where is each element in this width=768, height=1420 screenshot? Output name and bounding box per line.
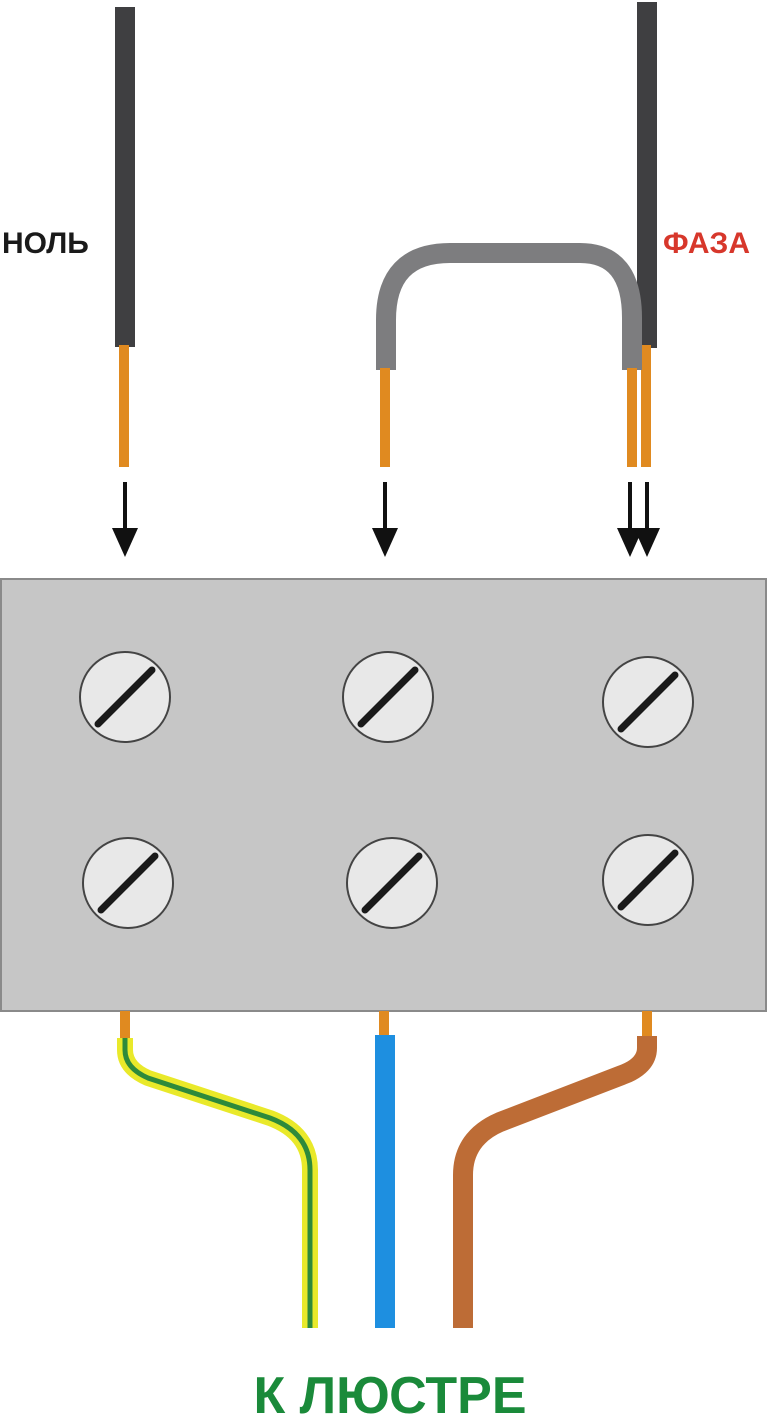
neutral-label: НОЛЬ	[2, 227, 89, 260]
live-copper-stub	[642, 1011, 652, 1039]
ground-wire-stripe	[122, 1038, 313, 1328]
terminal-block	[0, 578, 767, 1012]
neutral-cable	[115, 7, 135, 347]
screw-head-icon	[346, 837, 438, 929]
screw-head-icon	[342, 651, 434, 743]
ground-copper-stub	[120, 1011, 130, 1039]
screw-head-icon	[602, 656, 694, 748]
arrow-down-icon	[634, 482, 660, 557]
to-chandelier-label: К ЛЮСТРЕ	[254, 1367, 527, 1420]
phase-label: ФАЗА	[663, 227, 750, 260]
neutral-wire	[375, 1035, 395, 1328]
jumper-copper-core-left	[380, 368, 390, 467]
phase-copper-core	[641, 345, 651, 467]
insert-arrows	[112, 482, 660, 557]
arrow-down-icon	[372, 482, 398, 557]
outgoing-wires	[117, 1011, 657, 1328]
phase-cable	[637, 2, 657, 348]
screw-head-icon	[602, 834, 694, 926]
jumper-cable	[376, 243, 642, 370]
neutral-copper-stub	[379, 1011, 389, 1037]
neutral-copper-core	[119, 345, 129, 467]
terminal-screws	[79, 651, 694, 929]
jumper-copper-core-right	[627, 368, 637, 467]
screw-head-icon	[79, 651, 171, 743]
arrow-down-icon	[112, 482, 138, 557]
arrow-down-icon	[617, 482, 643, 557]
screw-head-icon	[82, 837, 174, 929]
live-wire	[453, 1036, 657, 1328]
incoming-cables	[115, 2, 657, 467]
